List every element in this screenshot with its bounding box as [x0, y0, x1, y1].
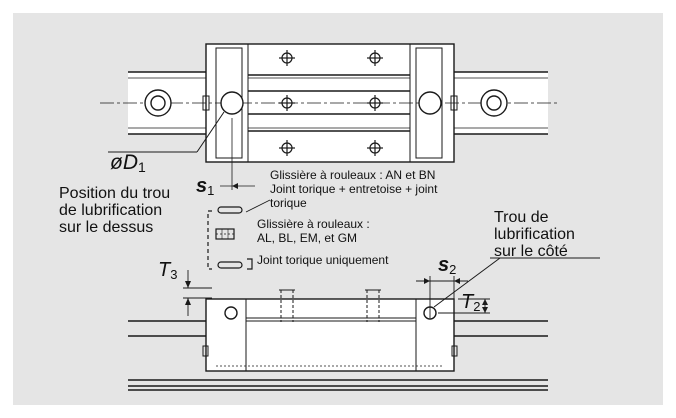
rail-hole-right — [480, 89, 508, 117]
top-lube-hole-right — [418, 91, 442, 115]
label-phi-d1: øD1 — [110, 151, 146, 175]
type-symbols — [207, 199, 271, 270]
text-type-al-gm: Glissière à rouleaux : AL, BL, EM, et GM — [257, 217, 373, 245]
top-lube-hole-left — [220, 91, 244, 115]
dimension-lines — [183, 270, 490, 318]
text-side-hole: Trou de lubrification sur le côté — [494, 209, 579, 260]
text-oring-only: Joint torique uniquement — [257, 253, 389, 267]
label-t2: T2 — [461, 291, 480, 314]
text-type-an-bn: Glissière à rouleaux : AN et BN Joint to… — [270, 168, 441, 210]
label-s1: s1 — [196, 175, 214, 198]
label-t3: T3 — [158, 259, 177, 282]
top-view — [100, 43, 560, 190]
rail-hole-left — [144, 89, 172, 117]
side-lube-hole-left — [224, 306, 238, 320]
carriage-side-view — [205, 298, 455, 372]
mounting-holes — [279, 50, 383, 156]
label-s2: s2 — [438, 254, 456, 277]
text-top-hole-position: Position du trou de lubrification sur le… — [59, 185, 175, 236]
